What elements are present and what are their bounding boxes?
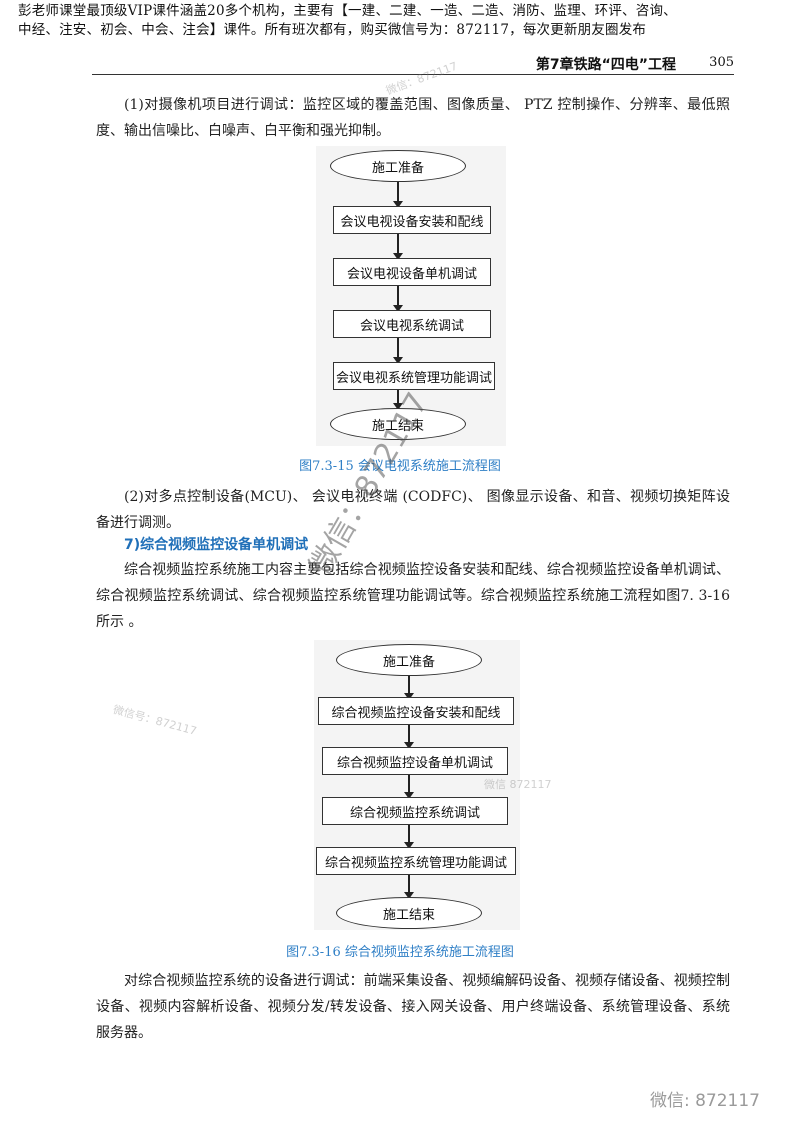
watermark-footer: 微信: 872117: [649, 1091, 760, 1111]
chapter-title: 第7章铁路“四电”工程: [535, 57, 676, 73]
flow2-step-start: 施工准备: [336, 644, 482, 676]
flow1-arrow: [393, 182, 403, 208]
flow2-step-unit-debug: 综合视频监控设备单机调试: [322, 747, 508, 775]
figure-caption-7-3-15: 图7.3-15 会议电视系统施工流程图: [299, 459, 501, 474]
flowchart-background: [316, 146, 506, 446]
banner-line-1: 彭老师课堂最顶级VIP课件涵盖20多个机构，主要有【一建、二建、一造、二造、消防…: [18, 3, 677, 19]
flow2-arrow: [404, 775, 414, 799]
figure-caption-7-3-16: 图7.3-16 综合视频监控系统施工流程图: [286, 945, 514, 960]
flow2-arrow: [404, 825, 414, 849]
flow1-step-end: 施工结束: [330, 408, 466, 440]
flow2-step-end: 施工结束: [336, 897, 482, 929]
running-head: 第7章铁路“四电”工程 305: [92, 52, 734, 75]
flow1-arrow: [393, 338, 403, 364]
flow1-step-system-debug: 会议电视系统调试: [333, 310, 491, 338]
flow2-step-mgmt-debug: 综合视频监控系统管理功能调试: [316, 847, 516, 875]
paragraph-camera-debug: (1)对摄像机项目进行调试：监控区域的覆盖范围、图像质量、 PTZ 控制操作、分…: [96, 97, 730, 139]
flow1-arrow: [393, 234, 403, 260]
flow1-step-start: 施工准备: [330, 150, 466, 182]
flow2-arrow: [404, 676, 414, 700]
flow1-arrow: [393, 286, 403, 312]
page-number: 305: [709, 55, 734, 70]
promo-banner: 彭老师课堂最顶级VIP课件涵盖20多个机构，主要有【一建、二建、一造、二造、消防…: [18, 2, 788, 40]
flow2-arrow: [404, 725, 414, 749]
flow1-step-unit-debug: 会议电视设备单机调试: [333, 258, 491, 286]
section-heading-7: 7)综合视频监控设备单机调试: [124, 537, 309, 553]
flowchart-background: [314, 640, 520, 930]
flow2-step-system-debug: 综合视频监控系统调试: [322, 797, 508, 825]
paragraph-equipment-debug: 对综合视频监控系统的设备进行调试：前端采集设备、视频编解码设备、视频存储设备、视…: [96, 973, 730, 1041]
paragraph-mcu-debug: (2)对多点控制设备(MCU)、 会议电视终端 (CODFC)、 图像显示设备、…: [96, 489, 730, 531]
watermark-faint: 微信 872117: [484, 778, 552, 791]
flow1-step-mgmt-debug: 会议电视系统管理功能调试: [333, 362, 495, 390]
flow1-step-install: 会议电视设备安装和配线: [333, 206, 491, 234]
flow2-arrow: [404, 875, 414, 899]
banner-line-2: 中经、注安、初会、中会、注会】课件。所有班次都有，购买微信号为：872117，每…: [18, 22, 647, 38]
paragraph-video-monitoring: 综合视频监控系统施工内容主要包括综合视频监控设备安装和配线、综合视频监控设备单机…: [96, 562, 730, 630]
watermark-faint: 微信号：872117: [111, 703, 199, 738]
flow2-step-install: 综合视频监控设备安装和配线: [318, 697, 514, 725]
flow1-arrow: [393, 390, 403, 410]
